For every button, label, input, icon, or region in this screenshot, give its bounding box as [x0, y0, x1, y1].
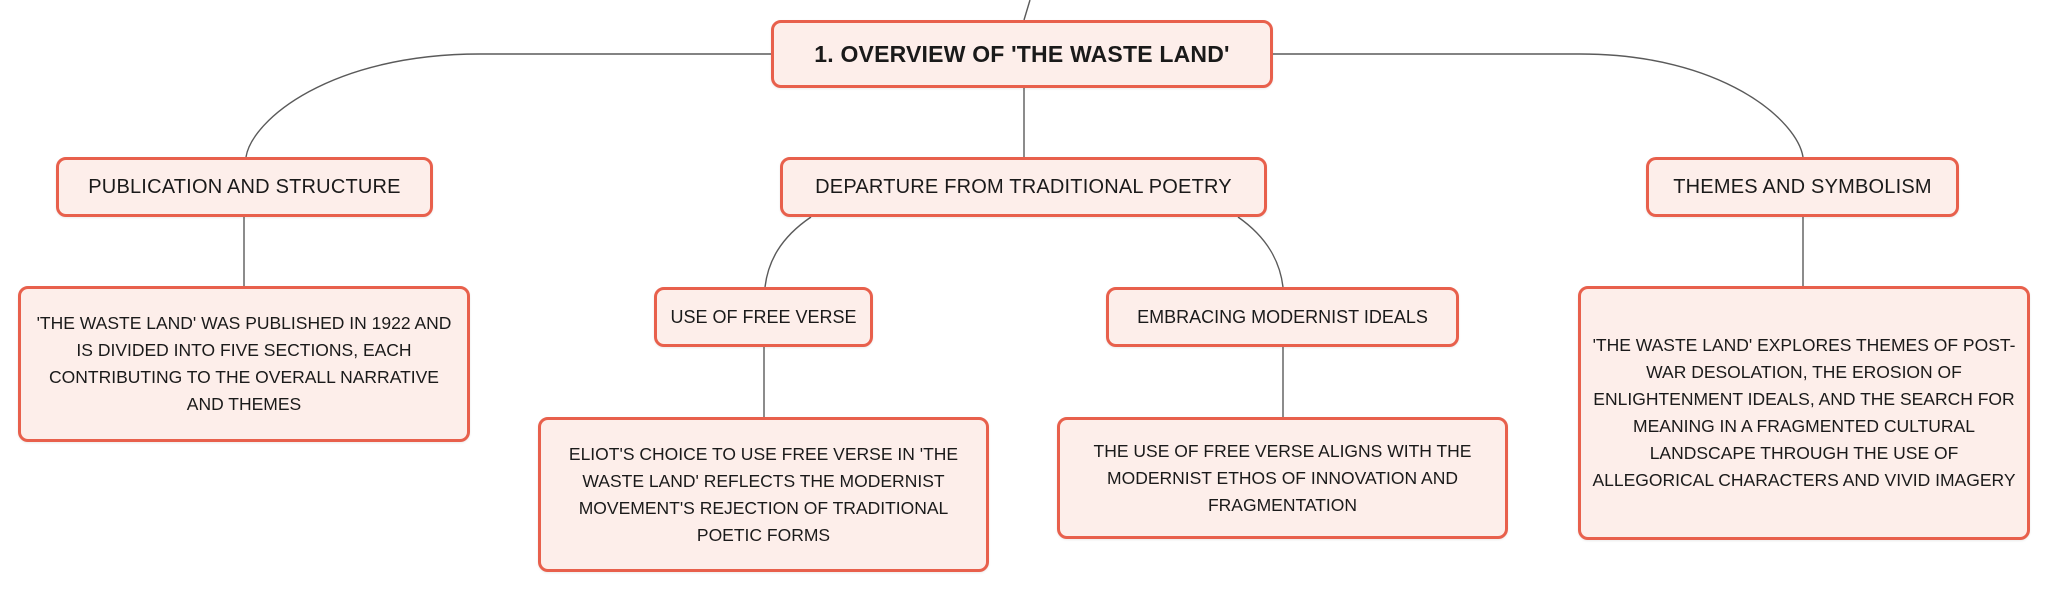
node-publication-detail[interactable]: 'THE WASTE LAND' WAS PUBLISHED IN 1922 A…	[18, 286, 470, 442]
node-use-of-free-verse[interactable]: USE OF FREE VERSE	[654, 287, 873, 347]
node-departure-from-traditional-poetry[interactable]: DEPARTURE FROM TRADITIONAL POETRY	[780, 157, 1267, 217]
node-label: EMBRACING MODERNIST IDEALS	[1137, 306, 1428, 327]
connector-departure-to-modernist	[1237, 216, 1284, 288]
node-label: USE OF FREE VERSE	[670, 306, 857, 327]
node-detail-text: 'THE WASTE LAND' EXPLORES THEMES OF POST…	[1592, 335, 2016, 490]
connector-departure-to-free-verse	[764, 216, 812, 288]
node-detail-text: ELIOT'S CHOICE TO USE FREE VERSE IN 'THE…	[568, 443, 959, 545]
node-modernist-detail[interactable]: THE USE OF FREE VERSE ALIGNS WITH THE MO…	[1057, 417, 1508, 539]
node-themes-and-symbolism[interactable]: THEMES AND SYMBOLISM	[1646, 157, 1959, 217]
node-embracing-modernist-ideals[interactable]: EMBRACING MODERNIST IDEALS	[1106, 287, 1459, 347]
node-label: PUBLICATION AND STRUCTURE	[88, 175, 401, 198]
root-node-label: 1. OVERVIEW OF 'THE WASTE LAND'	[814, 40, 1230, 67]
node-label: DEPARTURE FROM TRADITIONAL POETRY	[815, 175, 1232, 198]
connector-root-to-publication	[245, 53, 771, 158]
connector-parent-to-root	[1023, 0, 1031, 21]
node-themes-detail[interactable]: 'THE WASTE LAND' EXPLORES THEMES OF POST…	[1578, 286, 2030, 540]
node-detail-text: 'THE WASTE LAND' WAS PUBLISHED IN 1922 A…	[36, 313, 452, 414]
node-free-verse-detail[interactable]: ELIOT'S CHOICE TO USE FREE VERSE IN 'THE…	[538, 417, 989, 572]
root-node-overview[interactable]: 1. OVERVIEW OF 'THE WASTE LAND'	[771, 20, 1273, 88]
connector-root-to-themes	[1273, 53, 1804, 158]
node-detail-text: THE USE OF FREE VERSE ALIGNS WITH THE MO…	[1093, 440, 1472, 515]
node-label: THEMES AND SYMBOLISM	[1673, 175, 1932, 198]
node-publication-and-structure[interactable]: PUBLICATION AND STRUCTURE	[56, 157, 433, 217]
